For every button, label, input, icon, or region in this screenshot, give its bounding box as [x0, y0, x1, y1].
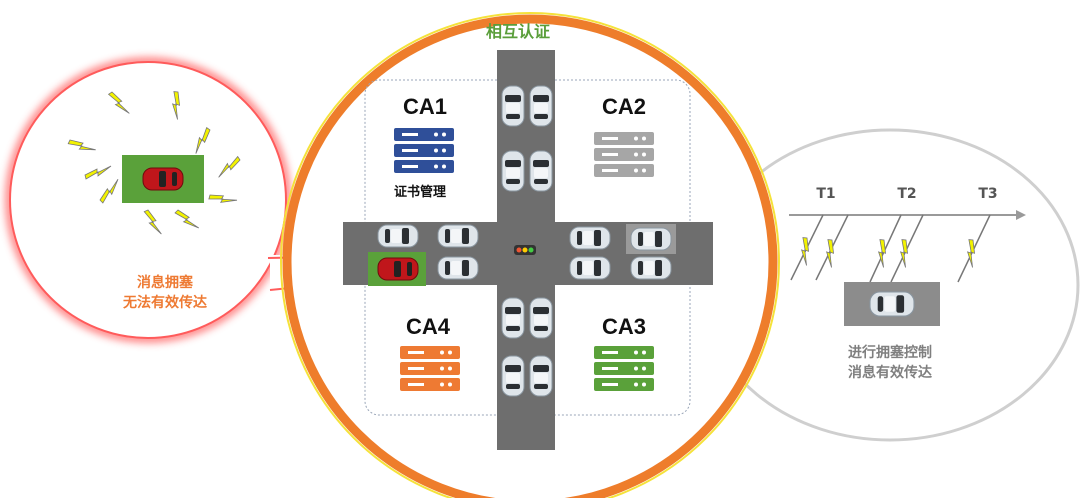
control-text-line2: 消息有效传达 — [848, 364, 932, 381]
vehicle — [501, 150, 525, 192]
ca3-label: CA3 — [602, 314, 646, 339]
vehicle — [529, 85, 553, 127]
timeline-label-t2: T2 — [897, 186, 916, 202]
ca1-label: CA1 — [403, 94, 447, 119]
server-icon — [394, 128, 454, 173]
vehicle — [501, 355, 525, 397]
congestion-text-line2: 无法有效传达 — [122, 294, 207, 311]
control-text-line1: 进行拥塞控制 — [848, 344, 932, 361]
timeline-label-t3: T3 — [978, 186, 997, 202]
vehicle — [569, 226, 611, 250]
vehicle — [501, 85, 525, 127]
controlled-vehicle — [869, 291, 915, 317]
vehicle — [437, 224, 479, 248]
congestion-text-line1: 消息拥塞 — [137, 274, 194, 291]
vehicle — [529, 297, 553, 339]
vehicles — [368, 85, 676, 397]
vehicle — [377, 224, 419, 248]
vehicle — [630, 227, 672, 251]
ca2-label: CA2 — [602, 94, 646, 119]
server-icon — [594, 346, 654, 391]
vehicle — [529, 355, 553, 397]
ca4-label: CA4 — [406, 314, 451, 339]
congested-vehicle — [377, 257, 419, 281]
congested-car-with-signals — [67, 88, 244, 237]
vehicle — [437, 256, 479, 280]
ca4: CA4 — [400, 314, 460, 391]
server-icon — [594, 132, 654, 177]
ca1: CA1 证书管理 — [394, 94, 454, 200]
ca2: CA2 — [594, 94, 654, 177]
vehicle — [529, 150, 553, 192]
mutual-auth-title: 相互认证 — [486, 22, 550, 41]
ca3: CA3 — [594, 314, 654, 391]
vehicle — [501, 297, 525, 339]
cert-management-label: 证书管理 — [394, 184, 446, 200]
server-icon — [400, 346, 460, 391]
vehicle — [630, 256, 672, 280]
vehicle — [569, 256, 611, 280]
timeline: T1 T2 T3 — [789, 186, 1026, 283]
timeline-label-t1: T1 — [816, 186, 835, 202]
